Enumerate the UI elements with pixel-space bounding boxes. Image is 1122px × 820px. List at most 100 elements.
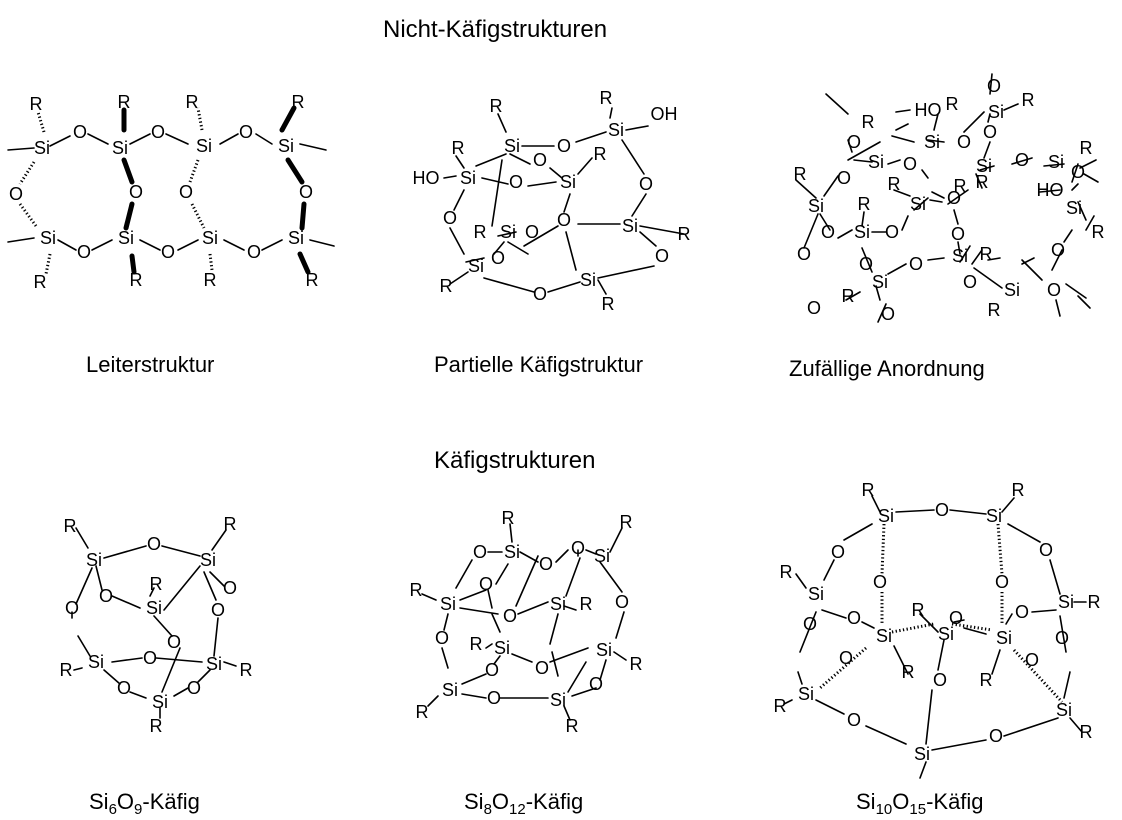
bond-line	[299, 143, 327, 151]
bond-line	[615, 611, 625, 639]
o-atom-label: O	[571, 538, 585, 558]
bond-line	[551, 651, 559, 677]
bond-line	[987, 113, 991, 123]
r-atom-label: R	[954, 176, 967, 196]
bond-line	[571, 687, 597, 697]
bond-line	[631, 193, 647, 217]
r-atom-label: R	[60, 660, 73, 680]
si-atom-label: Si	[580, 270, 596, 290]
ho-group-label: HO	[413, 168, 440, 188]
o-atom-label: O	[533, 150, 547, 170]
bond-line	[483, 277, 535, 293]
si10o15-cage-diagram: R R Si O Si O O R Si O O Si R R O O O O …	[774, 480, 1101, 779]
bond-line	[1079, 159, 1097, 169]
si-atom-label: Si	[952, 246, 968, 266]
bond-line	[987, 257, 1001, 261]
o-atom-label: O	[211, 600, 225, 620]
si-atom-label: Si	[808, 584, 824, 604]
o-atom-label: O	[983, 122, 997, 142]
o-atom-label: O	[509, 172, 523, 192]
si-atom-label: Si	[988, 102, 1004, 122]
caption-suffix: -Käfig	[525, 789, 584, 814]
bond-line	[443, 175, 457, 179]
si6o9-cage-diagram: R R Si O Si O R Si O O O O Si O Si R R O…	[60, 514, 253, 736]
bond-line	[73, 667, 83, 671]
bond-line	[36, 111, 46, 133]
bond-line	[177, 239, 199, 251]
o-atom-label: O	[73, 122, 87, 142]
bond-line	[599, 561, 623, 593]
r-atom-label: R	[30, 94, 43, 114]
bond-line	[173, 687, 189, 697]
o-atom-label: O	[223, 578, 237, 598]
bond-line	[491, 613, 501, 633]
o-atom-label: O	[539, 554, 553, 574]
bond-line	[75, 567, 93, 605]
bond-line	[111, 595, 141, 609]
bond-line	[555, 549, 569, 563]
bond-line	[1001, 497, 1015, 513]
bond-line	[1051, 249, 1063, 271]
bond-line	[823, 559, 835, 581]
bond-line	[639, 231, 657, 247]
bond-line	[795, 573, 807, 589]
bond-line	[819, 646, 867, 690]
bond-line	[865, 725, 907, 745]
bond-line	[481, 177, 509, 185]
bond-line	[103, 545, 147, 559]
o-atom-label: O	[299, 182, 313, 202]
o-atom-label: O	[837, 168, 851, 188]
bond-line	[161, 545, 201, 557]
bond-line	[103, 669, 121, 685]
si-atom-label: Si	[876, 626, 892, 646]
r-atom-label: R	[118, 92, 131, 112]
o-atom-label: O	[987, 76, 1001, 96]
bond-line	[1077, 201, 1087, 221]
o-atom-label: O	[525, 222, 539, 242]
bond-line	[493, 241, 505, 255]
bond-line	[929, 199, 943, 203]
bond-line	[453, 189, 465, 211]
heading-cage-structures: Käfigstrukturen	[434, 447, 596, 474]
bond-line	[219, 133, 239, 145]
bond-line	[1005, 613, 1013, 625]
random-arrangement-bonds	[795, 73, 1099, 323]
si8o12-cage-diagram: R R O Si O O Si R Si O O Si R O O R Si S…	[410, 508, 643, 736]
bond-line	[497, 113, 507, 133]
bond-line	[853, 159, 873, 163]
o-atom-label: O	[1047, 280, 1061, 300]
bond-line	[861, 211, 865, 227]
caption-si10o15-cage: Si10O15-Käfig	[856, 789, 984, 818]
o-atom-label: O	[615, 592, 629, 612]
bond-line	[821, 609, 847, 619]
bond-line	[515, 555, 539, 607]
bond-line	[163, 565, 201, 611]
r-atom-label: R	[912, 600, 925, 620]
bond-line	[1077, 295, 1091, 309]
bond-line	[895, 109, 911, 113]
o-atom-label: O	[479, 574, 493, 594]
si-atom-label: Si	[976, 156, 992, 176]
bond-line	[565, 231, 577, 271]
bond-line	[549, 647, 589, 663]
bond-line	[563, 605, 577, 611]
o-atom-label: O	[533, 284, 547, 304]
caption-o-count: 15	[909, 801, 927, 818]
r-atom-label: R	[1088, 592, 1101, 612]
bond-line	[161, 647, 181, 693]
r-atom-label: R	[186, 92, 199, 112]
bond-line	[609, 527, 623, 553]
bond-line	[971, 249, 983, 265]
si-atom-label: Si	[86, 550, 102, 570]
bond-line	[563, 705, 571, 721]
bond-line	[443, 613, 449, 631]
si-atom-label: Si	[1048, 152, 1064, 172]
bond-line	[7, 237, 35, 243]
o-atom-label: O	[947, 188, 961, 208]
bond-line	[1012, 648, 1064, 704]
bond-line	[1011, 157, 1033, 165]
o-atom-label: O	[9, 184, 23, 204]
bond-line	[925, 689, 933, 745]
caption-o-count: 9	[134, 801, 143, 818]
bond-line	[996, 523, 1004, 575]
